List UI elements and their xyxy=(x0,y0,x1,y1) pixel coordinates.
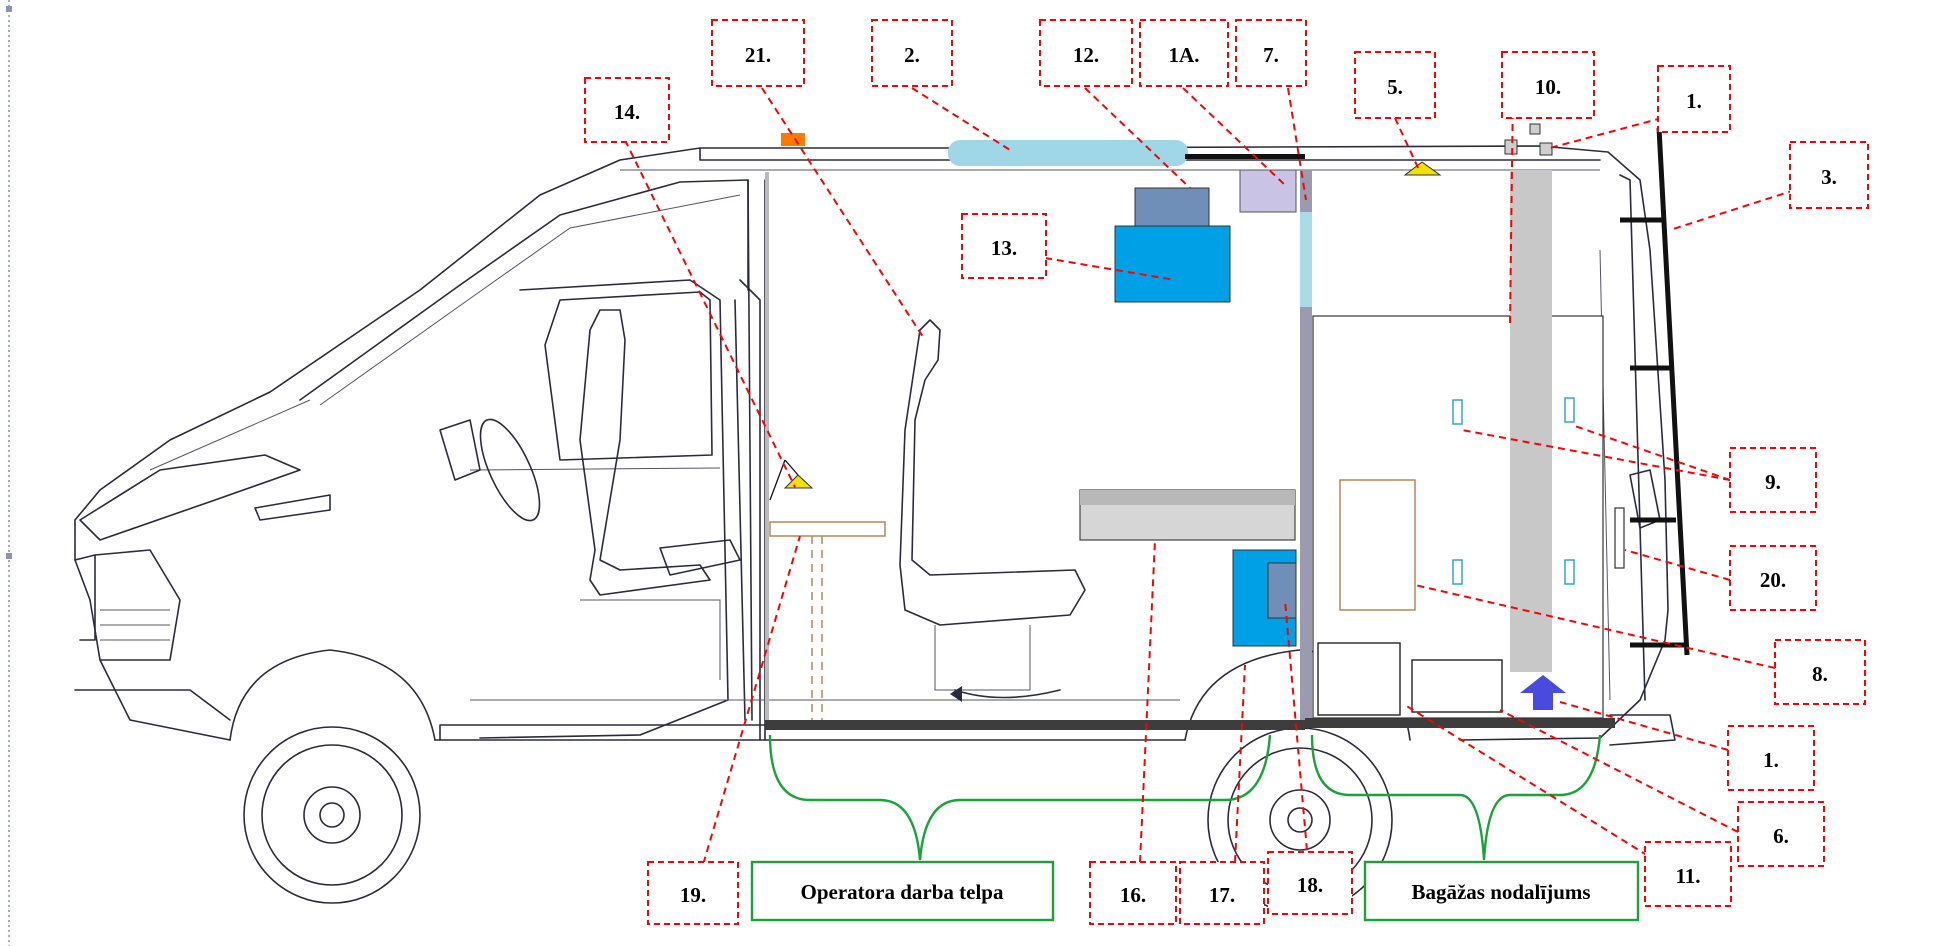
callout-1a: 1A. xyxy=(1139,19,1229,87)
callout-9: 9. xyxy=(1729,447,1817,513)
beacon-light xyxy=(781,133,805,146)
operator-seat-item-21 xyxy=(899,319,1086,626)
callout-6-label: 6. xyxy=(1773,824,1789,848)
callout-2: 2. xyxy=(871,19,953,87)
margin-marker xyxy=(6,553,12,559)
zone-luggage: Bagāžas nodalījums xyxy=(1363,860,1640,922)
callout-12: 12. xyxy=(1039,19,1133,87)
callout-3: 3. xyxy=(1789,141,1869,209)
lamp-item-14 xyxy=(783,474,814,489)
partition-window xyxy=(1300,212,1312,307)
ceiling-lamp-item-5 xyxy=(1403,161,1442,176)
fitting-item-9 xyxy=(1452,399,1463,425)
callout-12-label: 12. xyxy=(1073,43,1099,67)
bench-top xyxy=(1080,490,1295,505)
callout-18: 18. xyxy=(1267,851,1353,915)
callout-6: 6. xyxy=(1737,801,1825,867)
ladder-item-3 xyxy=(1656,127,1690,656)
callout-19-label: 19. xyxy=(680,883,706,907)
callout-7-label: 7. xyxy=(1263,43,1279,67)
callout-20-label: 20. xyxy=(1760,568,1786,592)
callout-1-top: 1. xyxy=(1657,65,1731,133)
callout-5-label: 5. xyxy=(1387,75,1403,99)
zone-luggage-label: Bagāžas nodalījums xyxy=(1411,880,1590,904)
grey-column-item-10 xyxy=(1510,170,1552,672)
operator-wall xyxy=(765,172,769,727)
callout-9-label: 9. xyxy=(1765,470,1781,494)
roof-rail xyxy=(1185,154,1305,159)
fitting-item-9 xyxy=(1564,559,1575,585)
callout-5: 5. xyxy=(1354,51,1436,119)
handle-item-20 xyxy=(1614,507,1625,569)
swivel-arrow xyxy=(954,689,1061,699)
fixture-item-1-top xyxy=(1529,123,1541,135)
callout-16: 16. xyxy=(1089,861,1177,925)
lamp-arm xyxy=(784,459,799,476)
box-item-6 xyxy=(1411,659,1503,713)
callout-10: 10. xyxy=(1501,51,1595,119)
fixture-item-1-top xyxy=(1539,142,1553,156)
callout-11: 11. xyxy=(1644,841,1732,907)
luggage-zone-brace xyxy=(1310,734,1602,861)
callout-1a-label: 1A. xyxy=(1169,43,1200,67)
callout-7: 7. xyxy=(1235,19,1307,87)
callout-17: 17. xyxy=(1179,861,1265,925)
desk-item-19 xyxy=(769,521,886,537)
callout-13: 13. xyxy=(961,213,1047,279)
callout-19: 19. xyxy=(647,861,739,925)
callout-16-label: 16. xyxy=(1120,883,1146,907)
callout-21: 21. xyxy=(711,19,805,87)
partition-wall xyxy=(1300,170,1312,720)
zone-operator-label: Operatora darba telpa xyxy=(801,880,1004,904)
callout-18-label: 18. xyxy=(1297,873,1323,897)
callout-21-label: 21. xyxy=(745,43,771,67)
zone-operator: Operatora darba telpa xyxy=(750,860,1055,922)
box-item-11 xyxy=(1317,642,1401,716)
callout-13-label: 13. xyxy=(991,236,1017,260)
callout-8: 8. xyxy=(1774,639,1866,705)
device-item-12 xyxy=(1134,187,1210,227)
luggage-floor xyxy=(1305,718,1615,728)
margin-marker xyxy=(6,6,12,12)
operator-zone-brace xyxy=(768,734,1272,861)
fitting-item-9 xyxy=(1452,559,1463,585)
callout-20: 20. xyxy=(1729,545,1817,611)
lamp-arm xyxy=(769,459,786,501)
zone-operator-box xyxy=(750,860,1055,922)
callout-11-label: 11. xyxy=(1675,864,1700,888)
callout-14: 14. xyxy=(584,77,670,143)
monitor-item-13 xyxy=(1114,225,1231,303)
callout-1-top-label: 1. xyxy=(1686,89,1702,113)
interior xyxy=(765,123,1690,730)
callout-17-label: 17. xyxy=(1209,883,1235,907)
callout-1-bottom: 1. xyxy=(1727,725,1815,791)
zone-luggage-box xyxy=(1363,860,1640,922)
arrow-item-1 xyxy=(1520,675,1566,710)
panel-item-8 xyxy=(1339,479,1416,611)
device-item-18 xyxy=(1267,562,1297,619)
callout-2-label: 2. xyxy=(904,43,920,67)
seat-base xyxy=(934,625,1031,691)
box-item-1a xyxy=(1239,169,1297,213)
callout-14-label: 14. xyxy=(614,100,640,124)
operator-floor xyxy=(765,720,1305,730)
skylight-item-2 xyxy=(948,140,1188,166)
callout-8-label: 8. xyxy=(1812,662,1828,686)
callout-3-label: 3. xyxy=(1821,165,1837,189)
leader-lines xyxy=(624,87,1796,876)
fitting-item-9 xyxy=(1564,397,1575,423)
swivel-arrowhead xyxy=(950,686,962,702)
callout-1-bottom-label: 1. xyxy=(1763,748,1779,772)
callout-10-label: 10. xyxy=(1535,75,1561,99)
fixture-item-1-top xyxy=(1504,139,1518,155)
